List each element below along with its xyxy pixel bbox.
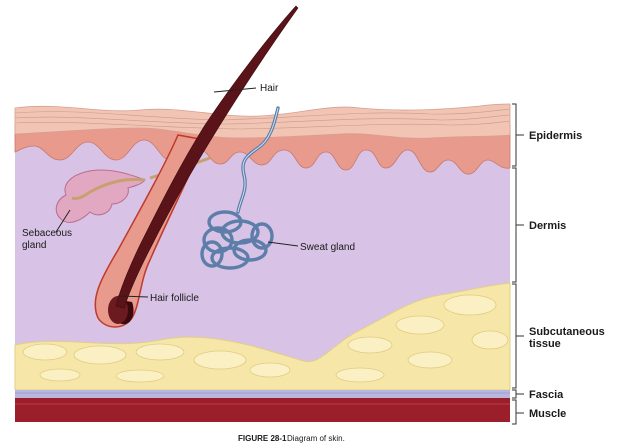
sweat-gland-label: Sweat gland xyxy=(300,242,355,253)
figure-number: FIGURE 28-1 xyxy=(238,434,287,443)
sebaceous-gland-label-line2: gland xyxy=(22,240,46,251)
sebaceous-gland-label-line1: Sebaceous xyxy=(22,228,72,239)
hair-follicle-label: Hair follicle xyxy=(150,293,199,304)
subcutaneous-label-line1: Subcutaneous xyxy=(529,326,605,338)
layer-brackets xyxy=(512,104,524,424)
fascia-label: Fascia xyxy=(529,389,564,401)
subcutaneous-label-line2: tissue xyxy=(529,338,561,350)
dermis-label: Dermis xyxy=(529,220,566,232)
epidermis-label: Epidermis xyxy=(529,130,582,142)
muscle-label: Muscle xyxy=(529,408,566,420)
figure-caption: Diagram of skin. xyxy=(287,434,345,443)
fascia-layer xyxy=(15,390,510,398)
muscle-layer xyxy=(15,398,510,422)
hair-label: Hair xyxy=(260,83,279,94)
